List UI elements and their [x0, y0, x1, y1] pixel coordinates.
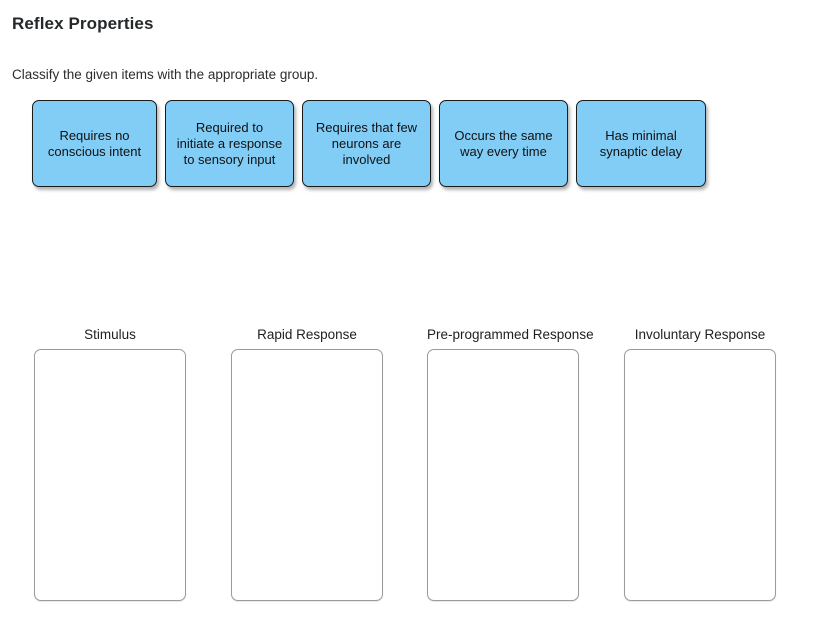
draggable-tile[interactable]: Requires no conscious intent — [32, 100, 157, 187]
dropzone-target[interactable] — [427, 349, 579, 601]
dropzone-column: Stimulus — [34, 327, 186, 601]
dropzone-column: Rapid Response — [231, 327, 383, 601]
dropzone-row: Stimulus Rapid Response Pre-programmed Res… — [0, 327, 835, 607]
dropzone-label: Pre-programmed Response — [427, 327, 594, 342]
draggable-tile-label: Requires that few neurons are involved — [315, 119, 418, 167]
page-title: Reflex Properties — [12, 14, 154, 33]
draggable-tile[interactable]: Required to initiate a response to senso… — [165, 100, 294, 187]
draggable-tile-label: Required to initiate a response to senso… — [176, 119, 283, 167]
dropzone-label: Stimulus — [84, 327, 136, 342]
dropzone-label: Rapid Response — [257, 327, 357, 342]
instruction-text: Classify the given items with the approp… — [12, 67, 319, 82]
draggable-tile-label: Has minimal synaptic delay — [599, 127, 683, 159]
draggable-tile[interactable]: Occurs the same way every time — [439, 100, 568, 187]
dropzone-target[interactable] — [624, 349, 776, 601]
draggable-tile[interactable]: Has minimal synaptic delay — [576, 100, 706, 187]
dropzone-target[interactable] — [34, 349, 186, 601]
draggable-tile[interactable]: Requires that few neurons are involved — [302, 100, 431, 187]
dropzone-label: Involuntary Response — [634, 327, 766, 342]
dropzone-target[interactable] — [231, 349, 383, 601]
draggable-tile-label: Requires no conscious intent — [47, 127, 142, 159]
dropzone-column: Involuntary Response — [624, 327, 776, 601]
draggable-tile-label: Occurs the same way every time — [454, 127, 553, 159]
dropzone-column: Pre-programmed Response — [427, 327, 594, 601]
